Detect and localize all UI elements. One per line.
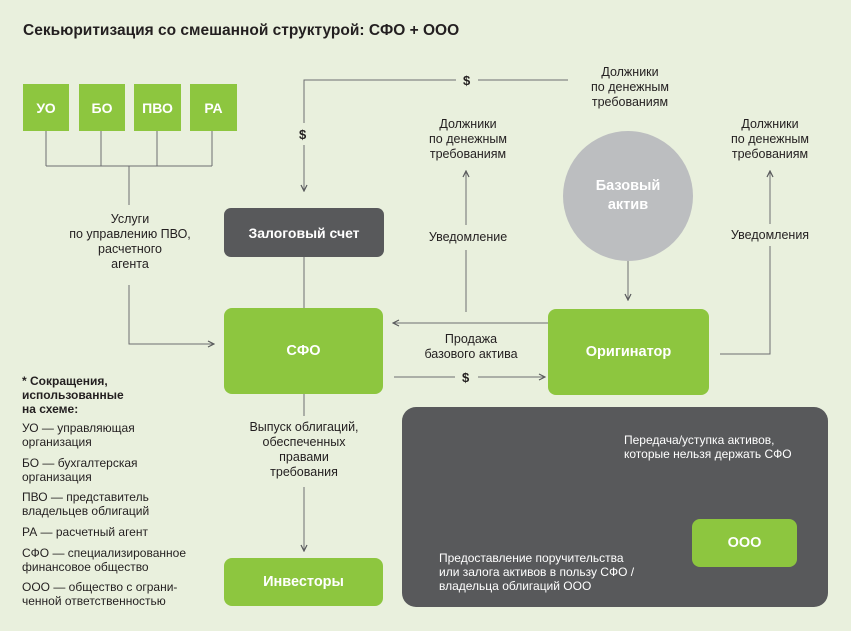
legend-title: * Сокращения, использованные на схеме: <box>22 374 124 416</box>
page-title: Секьюритизация со смешанной структурой: … <box>23 22 460 39</box>
box-originator: Оригинатор <box>548 309 709 395</box>
box-ra: РА <box>190 84 237 131</box>
dollar-sign-top: $ <box>463 73 471 88</box>
line-services-to-sfo <box>128 285 214 344</box>
legend-item-ra: РА — расчетный агент <box>22 525 148 539</box>
box-uo: УО <box>23 84 69 131</box>
dollar-sign-collateral: $ <box>299 127 307 142</box>
line-debtors-top-b <box>303 79 456 123</box>
legend-item-sfo: СФО — специализированное финансовое обще… <box>22 546 186 574</box>
legend-item-bo: БО — бухгалтерская организация <box>22 456 138 484</box>
dollar-sign-sale: $ <box>462 370 470 385</box>
label-transfer: Передача/уступка активов, которые нельзя… <box>624 433 792 461</box>
panel-ooo-structure <box>402 407 828 607</box>
legend-item-pvo: ПВО — представитель владельцев облигаций <box>22 490 150 518</box>
label-bonds: Выпуск облигаций, обеспеченных правами т… <box>249 420 359 479</box>
box-investors: Инвесторы <box>224 558 383 606</box>
box-collateral-account: Залоговый счет <box>224 208 384 257</box>
label-debtors-right: Должники по денежным требованиям <box>731 117 809 161</box>
box-sfo: СФО <box>224 308 383 394</box>
label-guarantee: Предоставление поручительства или залога… <box>439 551 635 593</box>
label-debtors-left: Должники по денежным требованиям <box>429 117 507 161</box>
legend-item-uo: УО — управляющая организация <box>22 421 135 449</box>
label-sale: Продажа базового актива <box>424 332 518 361</box>
circle-base-asset: Базовый актив <box>563 131 693 261</box>
legend-item-ooo: ООО — общество с ограни- ченной ответств… <box>22 580 178 608</box>
label-notification-left: Уведомление <box>428 230 508 244</box>
label-debtors-top: Должники по денежным требованиям <box>591 65 669 109</box>
line-notif-right-a <box>720 246 771 355</box>
box-pvo: ПВО <box>134 84 181 131</box>
box-ooo: ООО <box>692 519 797 567</box>
box-bo: БО <box>79 84 125 131</box>
label-notification-right: Уведомления <box>730 228 810 242</box>
label-services: Услуги по управлению ПВО, расчетного аге… <box>69 212 191 271</box>
